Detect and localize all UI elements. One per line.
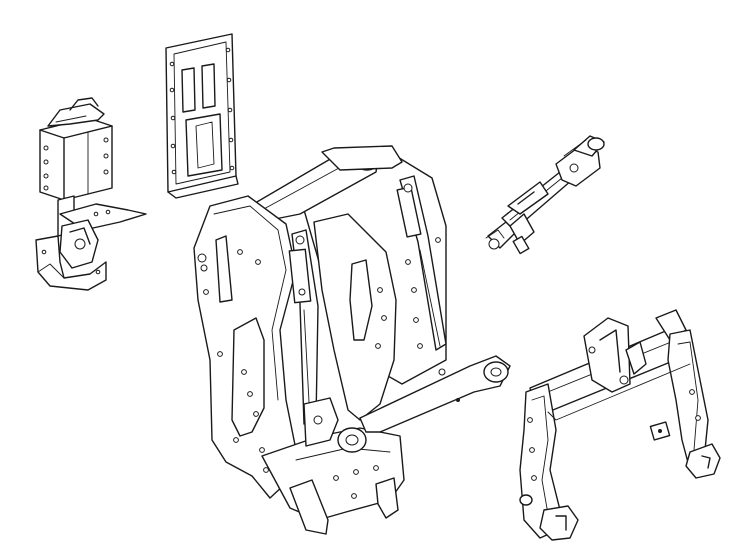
hydraulic-top-link-cylinder-icon	[485, 135, 605, 255]
quick-coupler-a-frame-icon	[519, 309, 721, 541]
front-linkage-frame-icon	[193, 145, 511, 535]
top-link-bracket-icon	[35, 97, 147, 291]
mounting-plate-icon	[165, 33, 239, 199]
